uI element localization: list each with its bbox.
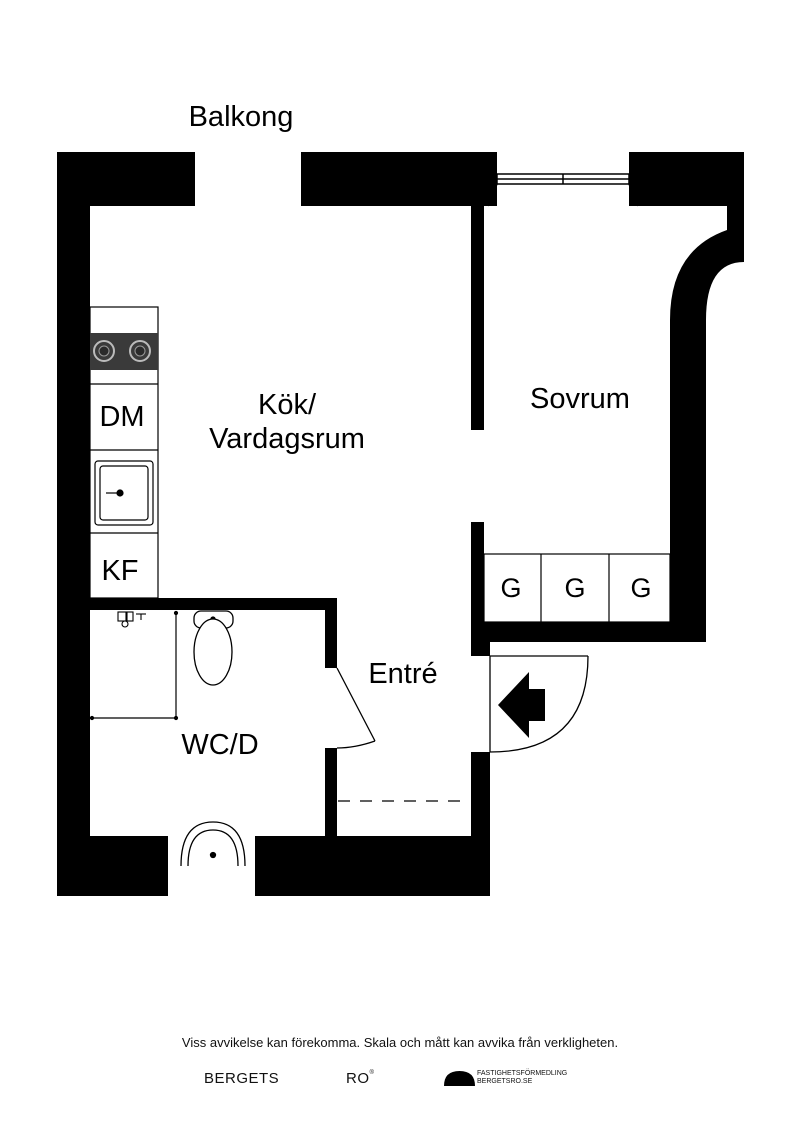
toilet-icon xyxy=(193,610,234,686)
wall-bottom-left xyxy=(57,836,168,896)
brand-name-right: RO® xyxy=(346,1070,374,1087)
stove xyxy=(90,333,158,370)
label-balcony: Balkong xyxy=(189,101,294,133)
wall-right-curve xyxy=(670,206,744,320)
shower-tap-icon xyxy=(117,611,146,628)
label-bathroom: WC/D xyxy=(181,729,258,761)
label-kitchen-line2: Vardagsrum xyxy=(209,423,365,455)
kitchen-sink-icon xyxy=(94,460,154,526)
wall-entrance-right-upper xyxy=(471,622,490,656)
label-wardrobe-1: G xyxy=(500,573,521,603)
wall-left xyxy=(57,152,90,896)
brand-logo-icon xyxy=(444,1071,475,1086)
label-wardrobe-3: G xyxy=(630,573,651,603)
wall-top-right xyxy=(629,152,744,206)
door-entrance xyxy=(489,655,589,753)
wall-partition-lower xyxy=(471,522,484,642)
wall-bedroom-bottom xyxy=(471,622,706,642)
disclaimer-text: Viss avvikelse kan förekomma. Skala och … xyxy=(181,1035,619,1050)
label-kitchen-line1: Kök/ xyxy=(258,389,317,421)
wall-partition-upper xyxy=(471,206,484,430)
washbasin-icon xyxy=(180,821,246,867)
wall-bath-top xyxy=(90,598,337,610)
wall-top-mid xyxy=(301,152,497,206)
brand-name-left: BERGETS xyxy=(204,1070,280,1087)
label-wardrobe-2: G xyxy=(564,573,585,603)
window-bedroom xyxy=(487,173,639,207)
entrance-arrow-icon xyxy=(498,672,545,738)
label-bedroom: Sovrum xyxy=(530,383,630,415)
wardrobes xyxy=(483,553,671,623)
brand-registered-mark: ® xyxy=(369,1070,375,1076)
shower-area xyxy=(89,610,179,721)
label-entrance: Entré xyxy=(368,658,437,690)
label-dishwasher: DM xyxy=(99,401,144,433)
brand-website: BERGETSRO.SE xyxy=(477,1078,533,1085)
wall-bottom-mid xyxy=(255,836,490,896)
walls xyxy=(57,152,744,896)
wall-entrance-right-lower xyxy=(471,752,490,896)
wall-bath-right-upper xyxy=(325,598,337,668)
door-bathroom xyxy=(336,667,376,749)
wall-right-lower xyxy=(670,320,706,642)
brand-tagline: FASTIGHETSFÖRMEDLING xyxy=(477,1070,568,1077)
brand-name-right-text: RO xyxy=(346,1070,370,1087)
wall-bath-right-lower xyxy=(325,748,337,896)
label-fridge-freezer: KF xyxy=(101,555,138,587)
